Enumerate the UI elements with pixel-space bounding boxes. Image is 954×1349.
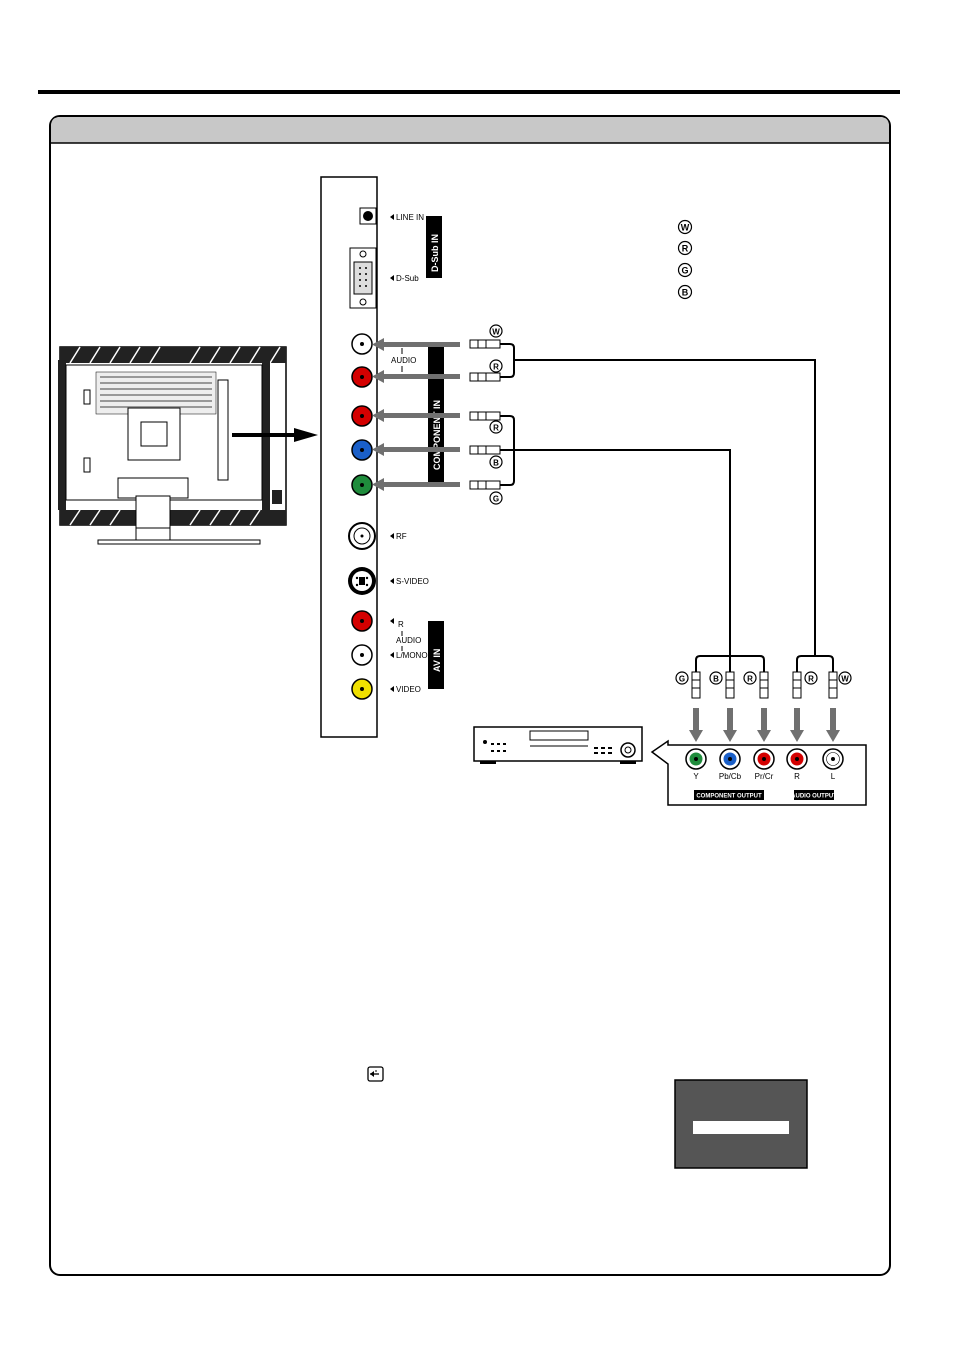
output-audio-l-jack (822, 748, 844, 770)
svg-text:W: W (681, 223, 690, 233)
av-audio-l-jack (351, 644, 373, 666)
av-in-label: AV IN (432, 649, 442, 672)
output-y-jack (685, 748, 707, 770)
output-pr-label: Pr/Cr (755, 772, 774, 781)
top-cable-badges: W R R B G (489, 324, 503, 505)
output-y-label: Y (693, 772, 699, 781)
svideo-jack (348, 567, 376, 595)
badge-blue-icon: B (489, 455, 503, 469)
device-output-panel: Y Pb/Cb Pr/Cr R L COMPONENT OUTPUT AUDIO… (650, 739, 867, 806)
legend-white-icon: W (677, 219, 693, 235)
audio-output-label: AUDIO OUTPUT (791, 794, 837, 800)
svideo-label: S-VIDEO (396, 577, 429, 586)
badge-red-icon: R (489, 359, 503, 373)
output-pb-jack (719, 748, 741, 770)
output-r-label: R (794, 772, 800, 781)
badge-green-icon: G (489, 491, 503, 505)
svg-text:R: R (808, 675, 814, 684)
component-audio-r-jack (351, 366, 373, 388)
av-video-jack (351, 678, 373, 700)
dsub-in-label: D-Sub IN (430, 234, 440, 272)
svg-text:R: R (493, 363, 499, 372)
badge-white-icon: W (489, 324, 503, 338)
bottom-cable-badges: G B R R W (675, 671, 852, 685)
svg-text:G: G (681, 266, 688, 276)
menu-highlight-bar (693, 1121, 789, 1134)
legend-green-icon: G (677, 262, 693, 278)
av-video-label: VIDEO (396, 685, 421, 694)
badge-red-icon: R (489, 420, 503, 434)
tv-input-arrows (372, 338, 460, 491)
tv-rear-illustration (58, 346, 318, 545)
component-audio-label: AUDIO (391, 356, 416, 365)
svg-text:B: B (713, 675, 719, 684)
av-lmono-label: L/MONO (396, 651, 428, 660)
av-r-label: R (398, 620, 404, 629)
svg-text:R: R (682, 244, 689, 254)
svg-text:R: R (747, 675, 753, 684)
cables (500, 343, 834, 672)
legend-red-icon: R (677, 240, 693, 256)
output-pb-label: Pb/Cb (719, 772, 742, 781)
dvd-player-icon (473, 726, 643, 764)
device-side-plugs (691, 671, 838, 699)
input-source-icon (367, 1066, 384, 1082)
av-audio-label: AUDIO (396, 636, 421, 645)
badge-green-icon: G (675, 671, 689, 685)
top-rule (38, 90, 900, 94)
component-in-label: COMPONENT IN (432, 400, 442, 470)
av-audio-r-jack (351, 610, 373, 632)
device-input-arrows (689, 708, 840, 742)
component-pr-jack (351, 405, 373, 427)
output-pr-jack (753, 748, 775, 770)
svg-text:G: G (679, 675, 685, 684)
svg-text:B: B (493, 459, 499, 468)
badge-white-icon: W (838, 671, 852, 685)
color-legend: W R G B (677, 219, 693, 300)
svg-text:W: W (492, 328, 500, 337)
component-output-label: COMPONENT OUTPUT (696, 794, 762, 800)
svg-text:G: G (493, 495, 499, 504)
component-pb-jack (351, 439, 373, 461)
svg-text:R: R (493, 424, 499, 433)
onscreen-menu-box (674, 1079, 808, 1169)
badge-red-icon: R (804, 671, 818, 685)
rf-jack (348, 522, 376, 550)
output-audio-r-jack (786, 748, 808, 770)
header-bar (51, 117, 889, 143)
svg-text:W: W (841, 675, 849, 684)
legend-blue-icon: B (677, 284, 693, 300)
component-y-jack (351, 474, 373, 496)
tv-input-panel: LINE IN D-Sub D-Sub IN AUDIO COMPONENT I… (320, 176, 444, 738)
badge-blue-icon: B (709, 671, 723, 685)
svg-text:B: B (682, 288, 689, 298)
output-l-label: L (831, 772, 836, 781)
line-in-label: LINE IN (396, 213, 424, 222)
rf-label: RF (396, 532, 407, 541)
badge-red-icon: R (743, 671, 757, 685)
dsub-label: D-Sub (396, 274, 419, 283)
component-audio-l-jack (351, 333, 373, 355)
